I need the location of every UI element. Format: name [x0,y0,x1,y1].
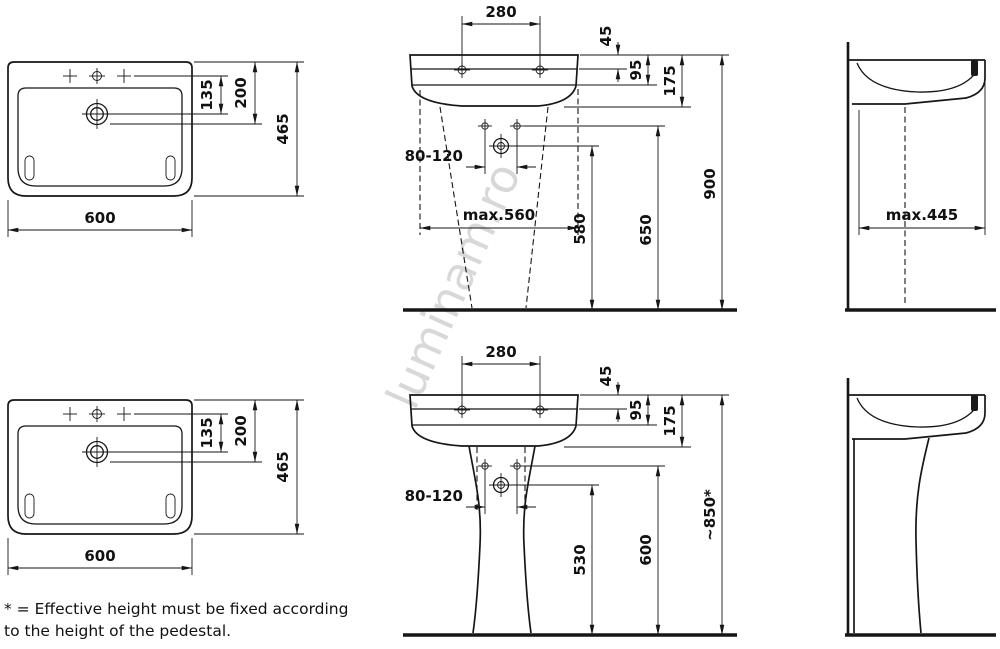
plan-view-bottom: 135 200 465 600 [7,399,304,575]
dim-bowl-offset: 200 [232,415,250,446]
plan-view-top: 135 200 465 600 [7,61,304,237]
dim-rim-step: 45 [597,366,615,387]
dim-width: 600 [84,547,115,565]
dim-max-depth: max.445 [886,206,958,224]
side-view-bottom [845,378,996,637]
plan-basin-shape [7,61,193,197]
front-view-top: 280 45 95 175 80-120 max.560 580 650 900 [403,3,737,312]
bottom-row: 135 200 465 600 [7,343,996,637]
dim-supply-height: 650 [637,214,655,245]
dim-bowl-offset: 200 [232,77,250,108]
dim-effective-height: ~850* [701,489,719,541]
dim-rim-height: 900 [701,168,719,199]
dim-tap-spacing: 280 [485,3,516,21]
dim-body-height: 175 [661,65,679,96]
dim-rim-ledge: 95 [627,60,645,81]
front-view-bottom: 280 45 95 175 80-120 530 600 ~850* [403,343,737,637]
footnote-line-2: to the height of the pedestal. [4,622,231,640]
footnote-line-1: * = Effective height must be fixed accor… [4,600,348,618]
top-row: 135 200 465 600 [7,3,996,312]
pedestal-right-edge [522,445,536,634]
side-basin-shape [847,59,986,105]
side-basin-shape [847,394,986,440]
dim-supply-spread: 80-120 [405,147,463,165]
plan-basin-shape [7,399,193,535]
dim-body-height: 175 [661,405,679,436]
dim-tap-spacing: 280 [485,343,516,361]
dim-drain-height: 580 [571,213,589,244]
dim-rim-step: 45 [597,26,615,47]
pedestal-left-edge [468,445,482,634]
dim-drain-height: 530 [571,544,589,575]
front-basin-shape [409,394,579,447]
dim-width: 600 [84,209,115,227]
front-basin-shape [409,54,579,107]
dim-depth: 465 [274,451,292,482]
side-view-top: max.445 [845,42,996,312]
dim-max-width: max.560 [463,206,535,224]
pedestal-front-edge [915,437,930,634]
dim-tap-offset: 135 [198,79,216,110]
dim-supply-spread: 80-120 [405,487,463,505]
dim-rim-ledge: 95 [627,400,645,421]
dim-tap-offset: 135 [198,417,216,448]
dim-depth: 465 [274,113,292,144]
dim-supply-height: 600 [637,534,655,565]
